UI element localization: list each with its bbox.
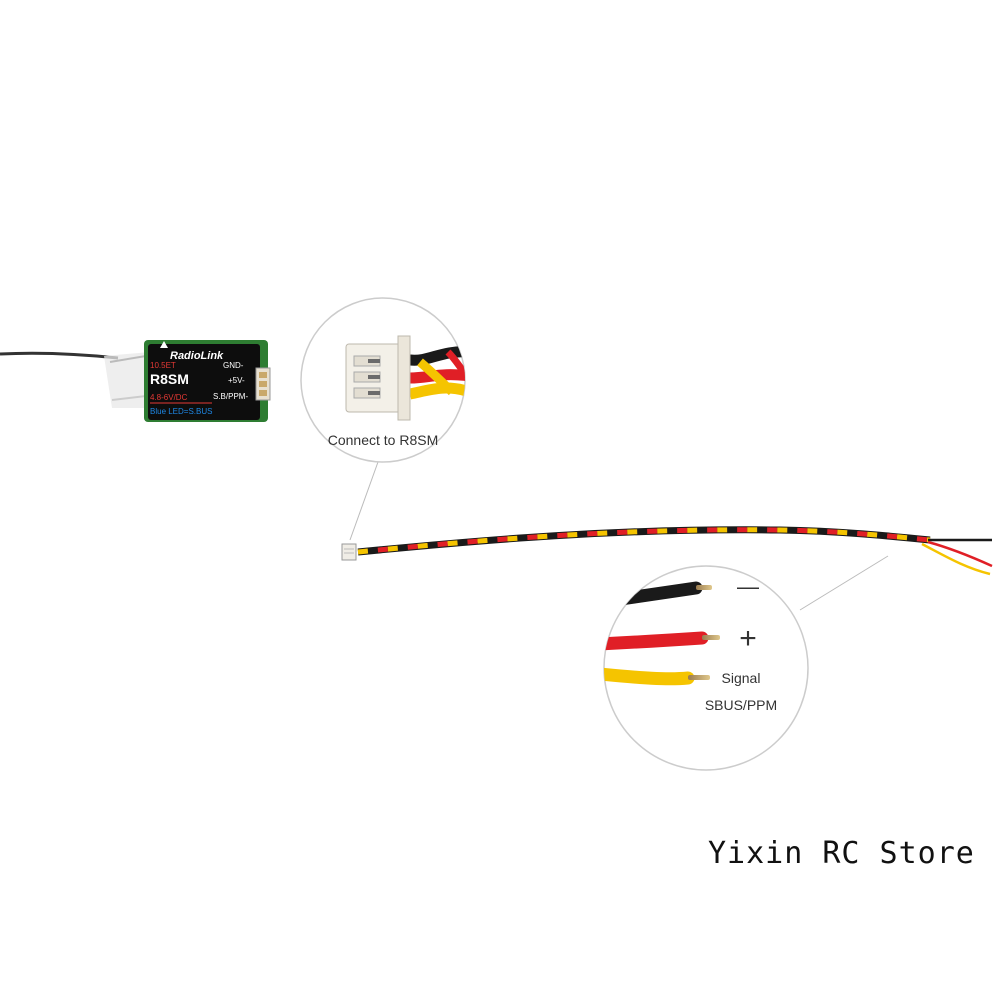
receiver-pin-gnd: GND- <box>223 361 244 370</box>
twisted-cable <box>341 526 993 576</box>
receiver-model: R8SM <box>150 371 189 387</box>
receiver-band: 10.5ET <box>150 361 176 370</box>
plus-symbol: + <box>739 622 757 655</box>
signal-label: Signal <box>722 670 761 686</box>
receiver-pin-5v: +5V- <box>228 376 245 385</box>
leader-line-connector <box>349 461 379 541</box>
signal-protocol: SBUS/PPM <box>705 697 777 713</box>
connector-caption: Connect to R8SM <box>328 432 439 448</box>
minus-symbol: — <box>737 574 759 599</box>
antenna <box>0 351 150 408</box>
receiver-led-note: Blue LED=S.BUS <box>150 407 212 416</box>
wire-ends-callout: — + Signal SBUS/PPM <box>603 565 809 771</box>
connector-callout: Connect to R8SM <box>300 297 466 463</box>
receiver-voltage: 4.8-6V/DC <box>150 393 188 402</box>
receiver-brand: RadioLink <box>170 350 224 362</box>
receiver-pin-signal: S.B/PPM- <box>213 392 248 401</box>
leader-line-wires <box>799 555 889 611</box>
store-watermark: Yixin RC Store <box>708 836 975 871</box>
r8sm-receiver: RadioLink 10.5ET R8SM GND- +5V- S.B/PPM-… <box>144 340 271 422</box>
